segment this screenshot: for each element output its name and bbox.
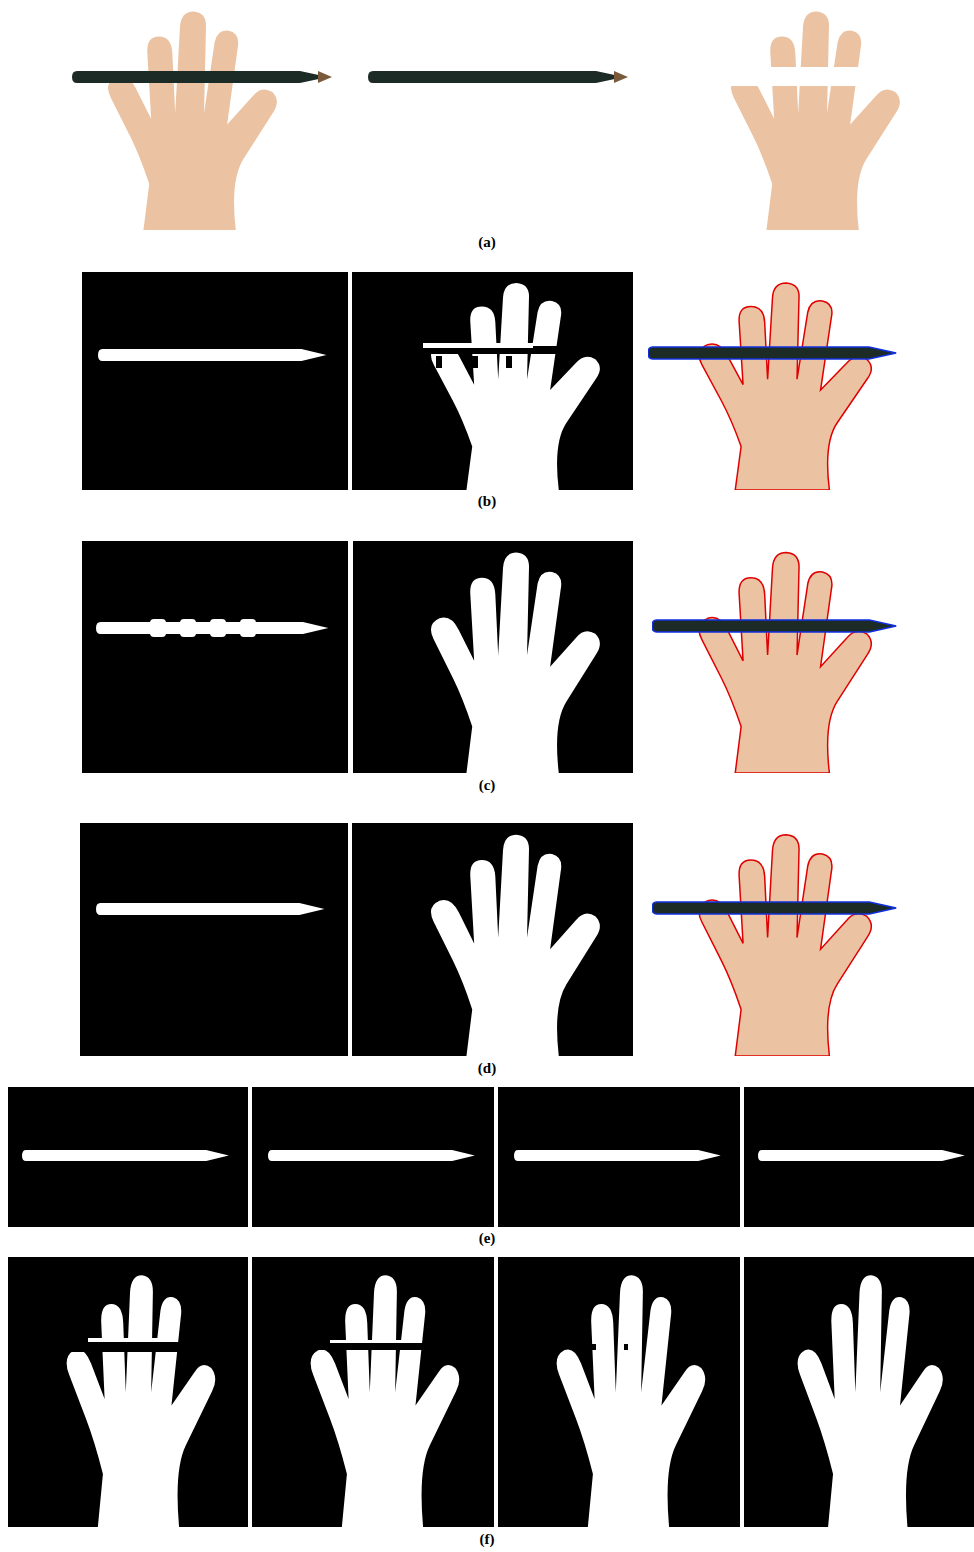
- panel-label: (c): [477, 776, 498, 794]
- panel-label: (a): [476, 233, 498, 251]
- panel-label: (b): [476, 492, 498, 510]
- panel-label: (d): [476, 1059, 498, 1077]
- panel-label: (e): [477, 1229, 498, 1247]
- panel-label: (f): [478, 1530, 497, 1548]
